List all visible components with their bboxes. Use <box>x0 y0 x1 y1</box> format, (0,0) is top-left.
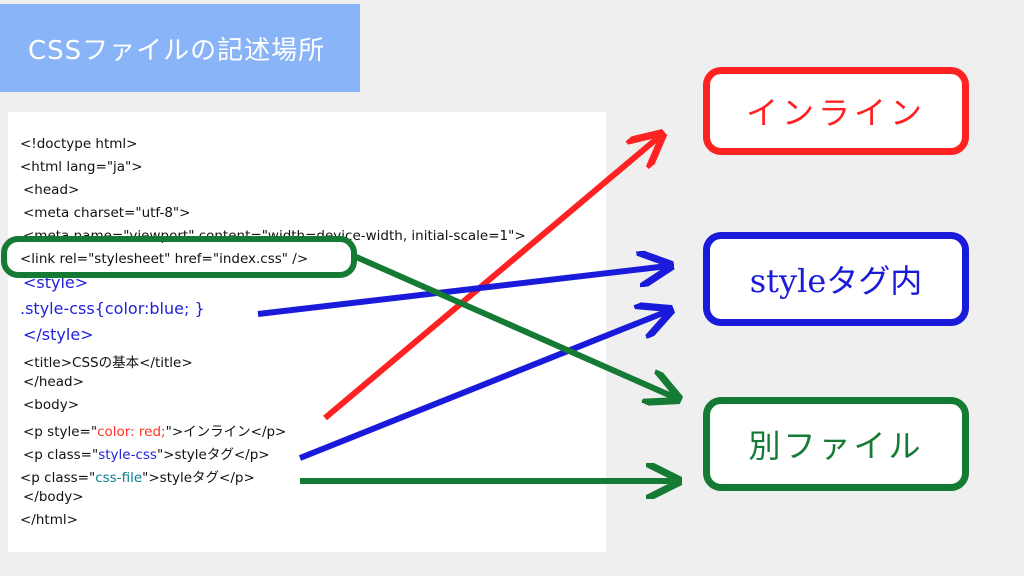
code-line-head-close: </head> <box>23 374 84 390</box>
style-tag-label: styleタグ内 <box>703 232 969 326</box>
code-line-p-css-file: <p class="css-file">styleタグ</p> <box>20 470 255 486</box>
code-line-title: <title>CSSの基本</title> <box>23 355 193 371</box>
code-line-html: <html lang="ja"> <box>20 159 143 175</box>
code-line-body-close: </body> <box>23 489 84 505</box>
code-line-link: <link rel="stylesheet" href="index.css" … <box>20 251 309 267</box>
code-line-head-open: <head> <box>23 182 80 198</box>
inline-arrow <box>323 136 660 421</box>
link-arrow <box>352 253 676 398</box>
code-line-doctype: <!doctype html> <box>20 136 138 152</box>
external-file-label: 別ファイル <box>703 397 969 491</box>
code-line-html-close: </html> <box>20 512 78 528</box>
style-class-arrow <box>298 311 668 461</box>
code-line-p-inline: <p style="color: red;">インライン</p> <box>23 424 287 440</box>
code-line-style-close: </style> <box>23 325 94 344</box>
link-highlight-outline <box>1 236 357 278</box>
inline-label: インライン <box>703 67 969 155</box>
code-line-p-style-css: <p class="style-css">styleタグ</p> <box>23 447 270 463</box>
code-line-body-open: <body> <box>23 397 80 413</box>
page-title: CSSファイルの記述場所 <box>0 4 360 92</box>
code-line-meta-charset: <meta charset="utf-8"> <box>23 205 191 221</box>
style-rule-arrow <box>257 266 668 317</box>
code-line-style-rule: .style-css{color:blue; } <box>20 299 205 318</box>
